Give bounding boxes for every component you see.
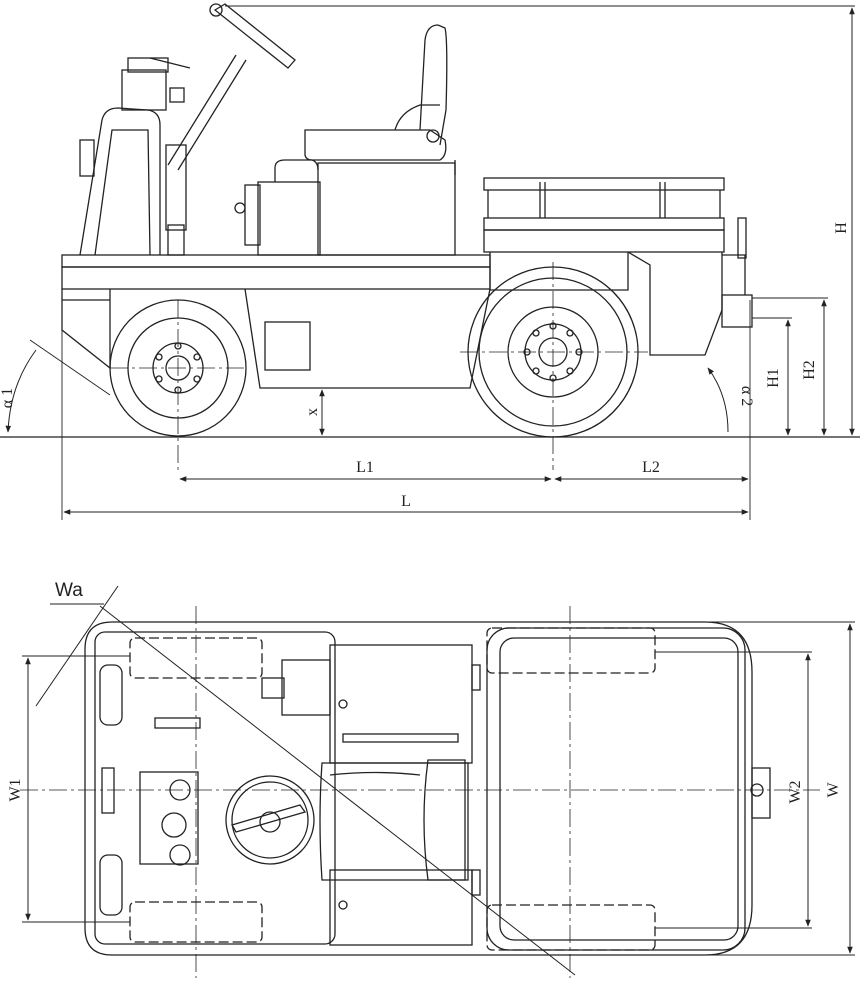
top-view — [20, 585, 855, 978]
seat — [304, 24, 456, 175]
rear-wheel-right — [486, 904, 656, 951]
seat-top — [319, 759, 469, 881]
w1-label: W1 — [7, 778, 24, 801]
cargo-platform — [483, 177, 753, 356]
h-label: H — [833, 222, 850, 234]
top-extension-lines — [22, 621, 855, 956]
top-center-lines — [20, 606, 820, 978]
cargo-top — [486, 627, 771, 951]
h1-label: H1 — [765, 368, 782, 388]
alpha1-label: α 1 — [0, 388, 16, 408]
extension-lines — [29, 5, 855, 520]
w-label: W — [825, 782, 842, 798]
l1-label: L1 — [356, 459, 374, 476]
x-label: x — [304, 408, 321, 416]
rear-wheel-left — [486, 627, 656, 674]
dashboard-console — [79, 57, 191, 256]
center-lines — [110, 262, 648, 470]
h2-label: H2 — [801, 360, 818, 380]
l2-label: L2 — [642, 459, 660, 476]
wa-label: Wa — [55, 580, 83, 601]
battery-box — [234, 159, 456, 256]
side-view — [0, 3, 860, 520]
steering-wheel — [165, 3, 296, 256]
w2-label: W2 — [787, 780, 804, 803]
steering-top — [101, 717, 315, 866]
side-box — [264, 321, 311, 371]
body-outline — [84, 621, 753, 956]
front-section — [94, 631, 336, 945]
battery-top — [261, 644, 481, 946]
top-dimension-lines — [25, 623, 853, 954]
wa-diagonal — [99, 605, 576, 976]
dimension-lines — [5, 7, 855, 515]
alpha2-label: α 2 — [738, 386, 755, 406]
l-label: L — [401, 493, 411, 510]
